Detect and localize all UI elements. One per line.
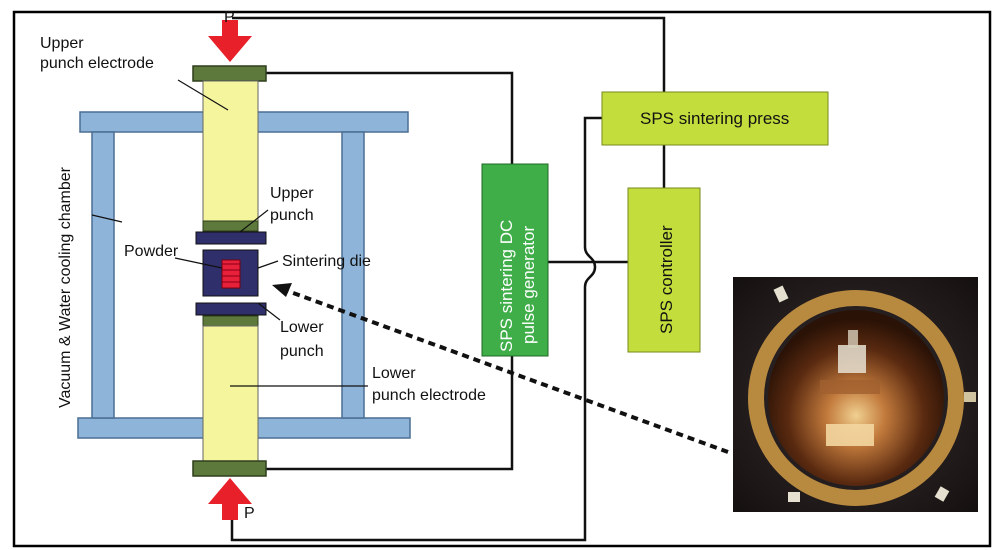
lower-green-band	[203, 316, 258, 326]
upper-green-band	[203, 221, 258, 231]
label-lower-punch-electrode-1: Lower	[372, 365, 416, 382]
label-upper-punch-electrode-1: Upper	[40, 35, 84, 52]
lower-punch-electrode	[193, 326, 266, 476]
label-p-top: P	[224, 9, 235, 26]
label-upper-punch-2: punch	[270, 207, 314, 224]
sps-chamber-photo	[733, 277, 978, 512]
generator-label-1: SPS sintering DC	[497, 220, 516, 352]
upper-punch-electrode	[193, 66, 266, 221]
label-powder: Powder	[124, 243, 179, 260]
label-lower-punch-electrode-2: punch electrode	[372, 387, 486, 404]
wiring	[232, 18, 664, 540]
label-upper-punch-electrode-2: punch electrode	[40, 55, 154, 72]
label-lower-punch-2: punch	[280, 343, 324, 360]
label-sintering-die: Sintering die	[282, 253, 371, 270]
label-lower-punch-1: Lower	[280, 319, 324, 336]
controller-label: SPS controller	[657, 225, 676, 334]
label-p-bottom: P	[244, 505, 255, 522]
sintering-die	[196, 232, 266, 315]
label-chamber: Vacuum & Water cooling chamber	[57, 166, 74, 408]
press-label: SPS sintering press	[640, 109, 789, 128]
generator-label-2: pulse generator	[519, 226, 538, 344]
label-upper-punch-1: Upper	[270, 185, 314, 202]
pressure-arrow-top	[208, 20, 252, 62]
